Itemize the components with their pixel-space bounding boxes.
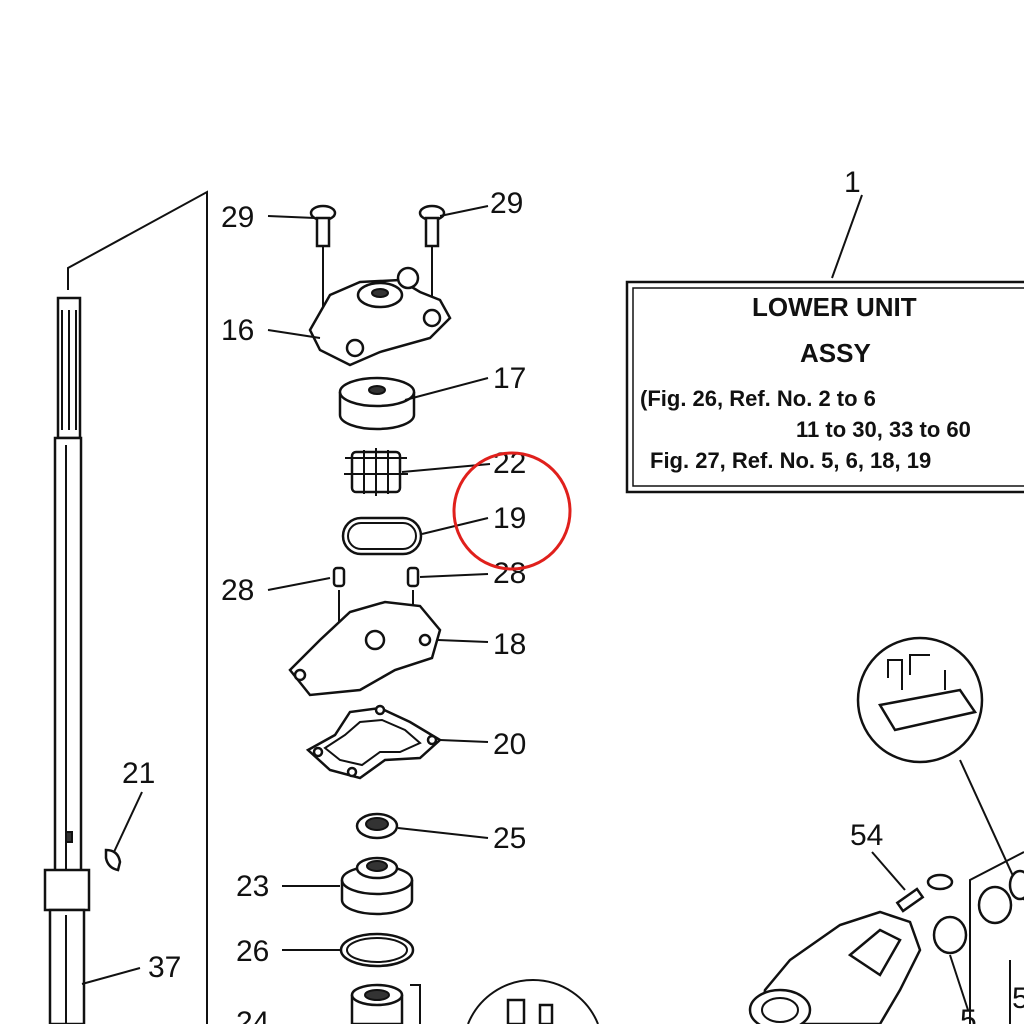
part-24 — [350, 983, 421, 1024]
assy-info-box: LOWER UNIT ASSY (Fig. 26, Ref. No. 2 to … — [625, 280, 1024, 494]
drive-shaft — [43, 296, 91, 1024]
seal-25 — [355, 812, 399, 840]
lower-unit-right-assembly — [748, 851, 1024, 1024]
outer-plate-18 — [288, 600, 442, 697]
callout-28-right: 28 — [493, 557, 526, 590]
callout-5-right: 5 — [1012, 982, 1024, 1015]
key-21 — [104, 848, 122, 872]
insert-cartridge-17 — [338, 376, 416, 431]
pump-housing-16 — [308, 266, 452, 367]
callout-18: 18 — [493, 628, 526, 661]
gasket-19 — [341, 516, 423, 556]
assy-box-ref-2: 11 to 30, 33 to 60 — [796, 417, 971, 442]
o-ring-26 — [339, 932, 415, 968]
bolt-29-left — [309, 204, 337, 330]
assy-box-title: LOWER UNIT — [752, 292, 917, 322]
callout-28-left: 28 — [221, 574, 254, 607]
callout-17: 17 — [493, 362, 526, 395]
callout-26: 26 — [236, 935, 269, 968]
impeller-22 — [344, 448, 408, 496]
detail-circle-right — [856, 636, 1024, 901]
callout-1: 1 — [844, 166, 861, 199]
bolt-29-right — [418, 204, 446, 320]
detail-circle-bottom — [467, 978, 599, 1024]
housing-23 — [340, 856, 414, 916]
callout-labels: 29 29 16 17 22 19 28 28 18 20 21 25 23 2… — [122, 166, 1024, 1024]
callout-20: 20 — [493, 728, 526, 761]
callout-19: 19 — [493, 502, 526, 535]
assy-box-ref-3: Fig. 27, Ref. No. 5, 6, 18, 19 — [650, 448, 931, 473]
callout-24: 24 — [236, 1006, 269, 1024]
assy-box-ref-1: (Fig. 26, Ref. No. 2 to 6 — [640, 386, 876, 411]
highlight-circle — [452, 451, 572, 571]
callout-23: 23 — [236, 870, 269, 903]
leader-lines — [81, 194, 906, 985]
assy-box-subtitle: ASSY — [800, 338, 871, 368]
callout-25: 25 — [493, 822, 526, 855]
drive-shaft-bracket — [67, 190, 208, 1024]
callout-37: 37 — [148, 951, 181, 984]
callout-5-left: 5 — [960, 1004, 977, 1024]
gasket-20 — [305, 704, 443, 780]
callout-16: 16 — [221, 314, 254, 347]
callout-29-right: 29 — [490, 187, 523, 220]
callout-21: 21 — [122, 757, 155, 790]
callout-54: 54 — [850, 819, 883, 852]
callout-29-left: 29 — [221, 201, 254, 234]
